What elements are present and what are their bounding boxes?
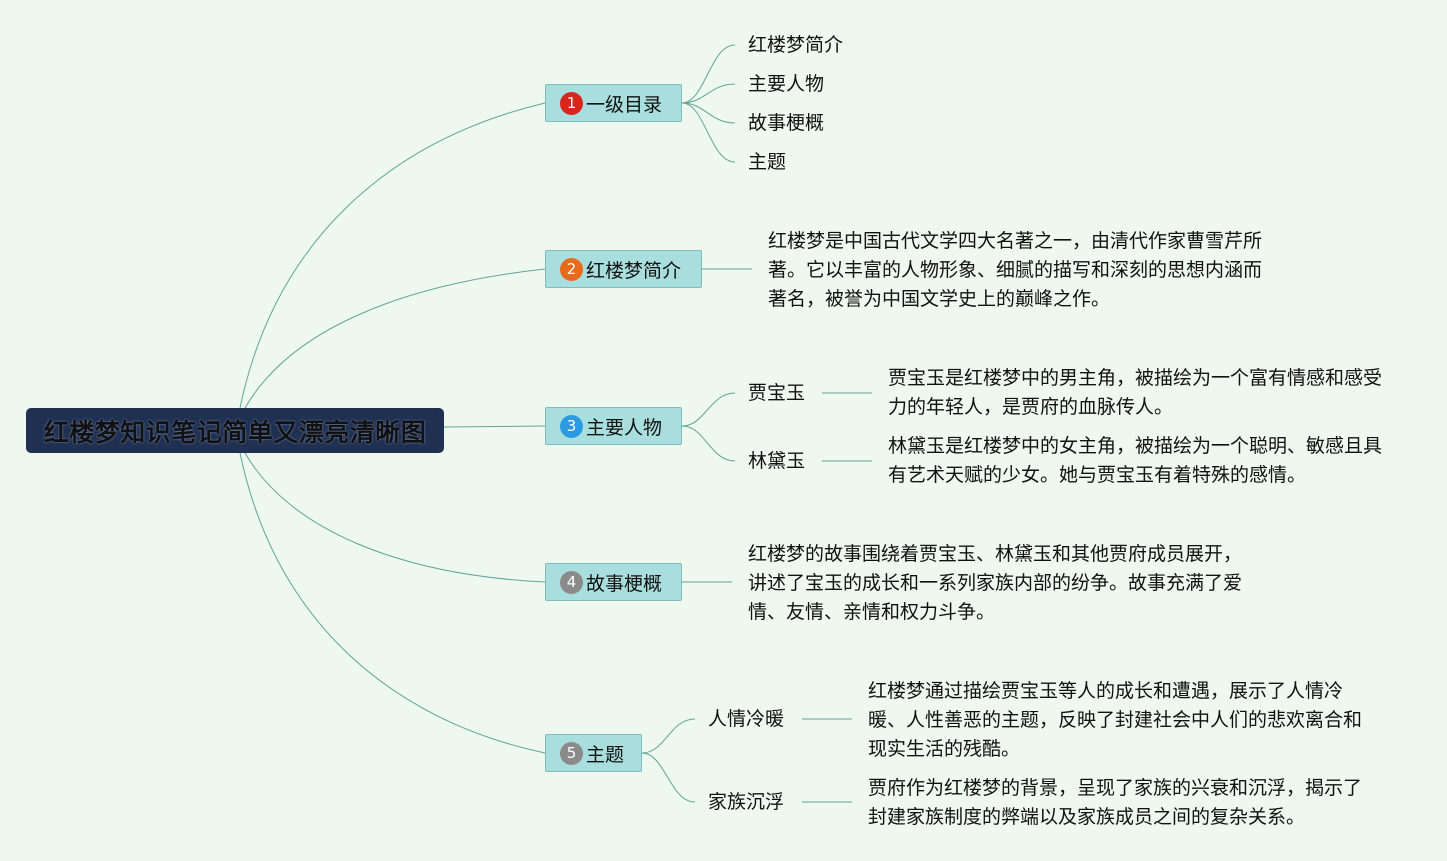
badge-4: 4 — [560, 570, 583, 594]
branch-label-1: 一级目录 — [586, 93, 663, 116]
badge-5: 5 — [560, 741, 583, 765]
link-b5-child2 — [641, 752, 696, 803]
intro-text: 红楼梦是中国古代文学四大名著之一，由清代作家曹雪芹所著。它以丰富的人物形象、细腻… — [768, 230, 1263, 310]
character-text-1: 贾宝玉是红楼梦中的男主角，被描绘为一个富有情感和感受力的年轻人，是贾府的血脉传人… — [888, 367, 1383, 418]
toc-item-1[interactable]: 红楼梦简介 — [748, 34, 844, 56]
badge-2: 2 — [560, 257, 583, 281]
link-b1-item1 — [681, 44, 736, 104]
link-root-b5 — [239, 452, 546, 754]
link-root-b2 — [244, 268, 546, 409]
toc-item-3[interactable]: 故事梗概 — [748, 112, 825, 134]
link-b5-child1 — [641, 718, 696, 754]
branch-node-5[interactable]: 5 主题 — [545, 734, 642, 772]
link-root-b1 — [239, 102, 546, 409]
link-b3-child1 — [681, 392, 736, 427]
theme-name-1[interactable]: 人情冷暖 — [708, 708, 785, 730]
badge-3: 3 — [560, 414, 583, 438]
root-title: 红楼梦知识笔记简单又漂亮清晰图 — [43, 417, 427, 447]
link-root-b3 — [443, 425, 546, 428]
toc-item-2[interactable]: 主要人物 — [748, 73, 825, 95]
character-name-2[interactable]: 林黛玉 — [748, 450, 806, 472]
branch-label-5: 主题 — [586, 743, 625, 766]
character-text-2: 林黛玉是红楼梦中的女主角，被描绘为一个聪明、敏感且具有艺术天赋的少女。她与贾宝玉… — [888, 435, 1383, 486]
link-b1-item3 — [681, 102, 736, 124]
branch-node-3[interactable]: 3 主要人物 — [545, 407, 682, 445]
branch-label-4: 故事梗概 — [586, 572, 663, 595]
link-b1-item2 — [681, 83, 736, 104]
badge-1: 1 — [560, 91, 583, 115]
branch-node-1[interactable]: 1 一级目录 — [545, 84, 682, 122]
branch-node-4[interactable]: 4 故事梗概 — [545, 563, 682, 601]
link-b1-item4 — [681, 102, 736, 163]
character-name-1[interactable]: 贾宝玉 — [748, 382, 806, 404]
branch-label-2: 红楼梦简介 — [586, 259, 682, 282]
toc-item-4[interactable]: 主题 — [748, 151, 787, 173]
theme-name-2[interactable]: 家族沉浮 — [708, 791, 785, 813]
root-node[interactable]: 红楼梦知识笔记简单又漂亮清晰图 — [26, 408, 444, 453]
branch-node-2[interactable]: 2 红楼梦简介 — [545, 250, 702, 288]
link-b3-child2 — [681, 425, 736, 462]
theme-text-1: 红楼梦通过描绘贾宝玉等人的成长和遭遇，展示了人情冷暖、人性善恶的主题，反映了封建… — [868, 680, 1363, 760]
branch-label-3: 主要人物 — [586, 416, 663, 439]
theme-text-2: 贾府作为红楼梦的背景，呈现了家族的兴衰和沉浮，揭示了封建家族制度的弊端以及家族成… — [868, 777, 1363, 828]
synopsis-text: 红楼梦的故事围绕着贾宝玉、林黛玉和其他贾府成员展开，讲述了宝玉的成长和一系列家族… — [748, 543, 1243, 623]
link-root-b4 — [244, 452, 546, 583]
